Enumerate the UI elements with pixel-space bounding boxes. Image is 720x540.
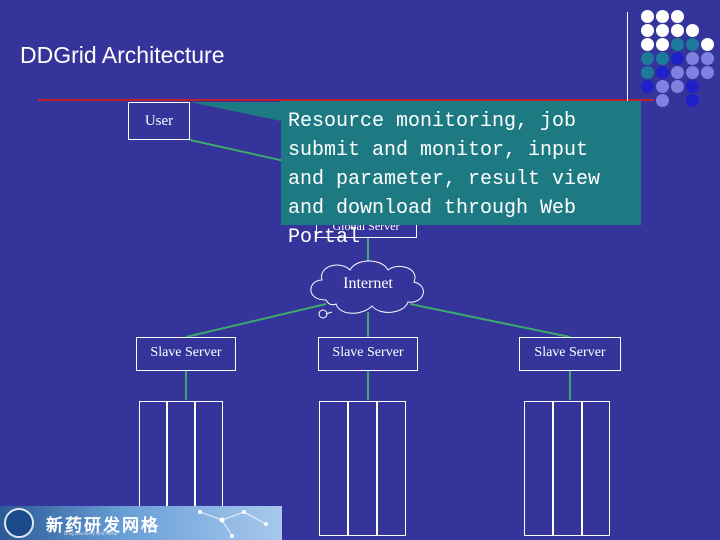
decor-dot [656, 10, 669, 23]
footer-logo-subtext: Drug Discovery Grid Portal [64, 531, 118, 536]
decor-dot [686, 24, 699, 37]
title-rule [38, 99, 654, 101]
decor-dot [656, 66, 669, 79]
decor-dot [671, 52, 684, 65]
decor-dot [686, 80, 699, 93]
slave-server-middle-node: Slave Server [318, 337, 418, 371]
decor-dot [701, 66, 714, 79]
slave-server-middle-label: Slave Server [332, 345, 404, 360]
footer-logo-banner [0, 506, 282, 540]
decor-dot [686, 94, 699, 107]
decor-dot [701, 52, 714, 65]
slave-server-right-node: Slave Server [519, 337, 621, 371]
decor-dot [641, 52, 654, 65]
internet-to-slave-right-line [409, 303, 571, 338]
internet-cloud-icon [310, 260, 424, 314]
footer-logo-text: 新药研发网格 [46, 516, 160, 536]
slave-server-right-label: Slave Server [534, 345, 606, 360]
rack-unit [377, 401, 406, 536]
callout-pointer [190, 102, 300, 125]
decor-dot [686, 66, 699, 79]
decor-dot [641, 10, 654, 23]
decor-dot [656, 94, 669, 107]
decor-dot [641, 80, 654, 93]
user-node-label: User [144, 113, 174, 129]
slave-server-left-label: Slave Server [150, 345, 222, 360]
rack-unit [582, 401, 610, 536]
decor-dot [656, 80, 669, 93]
rack-unit [348, 401, 377, 536]
decor-divider [627, 12, 628, 108]
decor-dot [671, 38, 684, 51]
decor-dot [641, 38, 654, 51]
decor-dot [671, 80, 684, 93]
decor-dot [671, 66, 684, 79]
web-portal-callout: Resource monitoring, job submit and moni… [281, 101, 641, 249]
link-icon-stroke [325, 311, 333, 315]
slave-server-left-node: Slave Server [136, 337, 236, 371]
rack-unit [553, 401, 582, 536]
decor-dot [641, 24, 654, 37]
decor-dot [701, 38, 714, 51]
decor-dot [671, 10, 684, 23]
decor-dot [656, 52, 669, 65]
decor-dot [656, 38, 669, 51]
decor-dot [671, 24, 684, 37]
rack-unit [524, 401, 553, 536]
callout-text: Resource monitoring, job submit and moni… [288, 110, 601, 249]
slide-title: DDGrid Architecture [20, 42, 225, 68]
decor-dot [686, 52, 699, 65]
internet-to-slave-left-line [185, 303, 327, 338]
institution-emblem-icon [4, 508, 34, 538]
decor-dot [641, 66, 654, 79]
internet-label: Internet [343, 275, 393, 292]
rack-unit [319, 401, 348, 536]
user-node: User [128, 102, 190, 140]
decor-dot [686, 38, 699, 51]
decor-dot [656, 24, 669, 37]
